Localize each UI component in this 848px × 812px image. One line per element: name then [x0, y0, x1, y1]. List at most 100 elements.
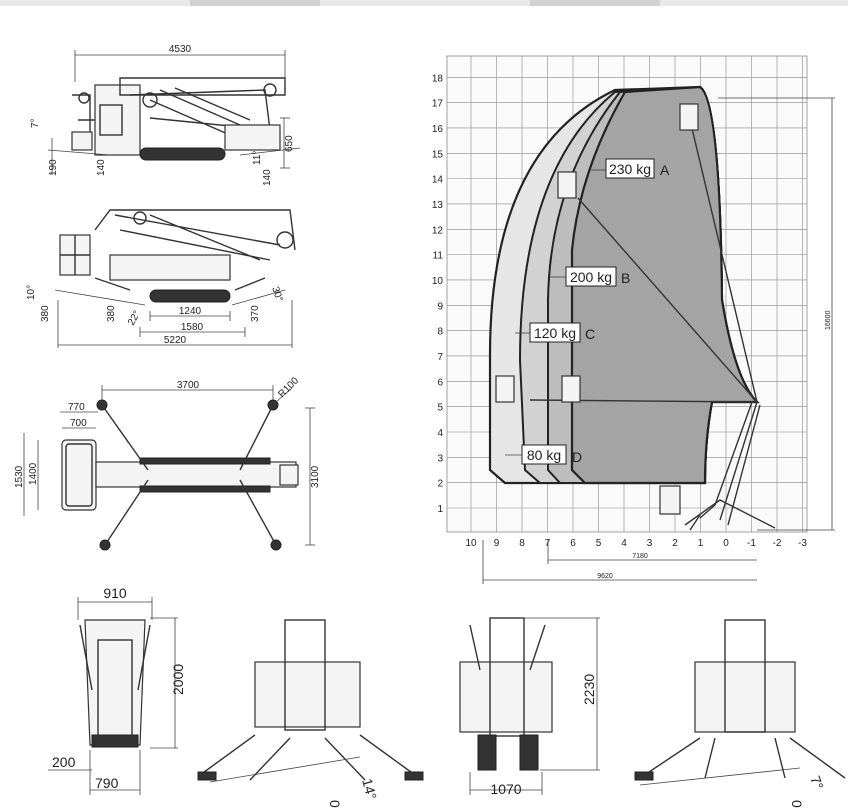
dim-front2-angle: 14°	[359, 777, 380, 802]
dim-height: 16600	[718, 97, 835, 531]
dim-plan-d1: 1530	[14, 465, 25, 488]
dim-side-h3: 140	[262, 169, 273, 186]
y-tick-label: 15	[432, 149, 444, 160]
dim-front4-angle: 7°	[807, 774, 827, 792]
front-view-3: 2230 1070	[459, 617, 600, 797]
y-tick-label: 16	[432, 124, 444, 135]
x-tick-label: -3	[798, 538, 807, 549]
dim-front2-clip: 0	[327, 800, 343, 808]
dim-plan-w1: 770	[68, 402, 85, 413]
dim-front1-base: 790	[95, 775, 119, 791]
dim-side-h1: 190	[48, 159, 59, 176]
zone-label-c: C	[585, 326, 595, 342]
top-strip-segment	[190, 0, 320, 6]
chassis-sketch	[684, 499, 776, 531]
basket-top	[679, 103, 699, 131]
dim-side-width: 4530	[169, 44, 192, 55]
top-strip-segment	[530, 0, 660, 6]
side-view-machine	[71, 77, 286, 161]
svg-text:120 kg: 120 kg	[534, 325, 576, 341]
y-tick-label: 2	[437, 479, 443, 490]
dim-front1-height: 2000	[170, 664, 186, 695]
x-tick-label: 5	[596, 538, 602, 549]
y-tick-label: 14	[432, 175, 444, 186]
extended-view-machine	[59, 209, 296, 303]
side-view: 4530 7° 190 140 140 11° 650	[30, 44, 301, 186]
dim-front1-width: 910	[103, 585, 127, 601]
y-tick-label: 3	[437, 453, 443, 464]
dim-front3-height: 2230	[581, 674, 597, 705]
y-tick-label: 18	[432, 73, 444, 84]
load-label-b: 200 kg B	[550, 266, 630, 287]
dim-side-h2: 140	[96, 159, 107, 176]
svg-text:16600: 16600	[825, 310, 832, 330]
x-tick-label: 8	[519, 538, 525, 549]
x-tick-label: 2	[672, 538, 678, 549]
dim-ext-length: 5220	[164, 335, 187, 346]
front-view-2: 14° 0	[197, 619, 424, 808]
x-tick-label: 1	[698, 538, 704, 549]
front-view-1: 910 2000 200 790	[48, 585, 186, 795]
dim-side-angle-2: 11°	[252, 151, 263, 165]
plan-view-machine	[61, 399, 299, 551]
dim-plan-w2: 700	[70, 418, 87, 429]
dim-plan-radius: R100	[276, 375, 301, 400]
y-tick-label: 8	[437, 327, 443, 338]
x-tick-label: 9	[494, 538, 500, 549]
x-tick-label: 0	[723, 538, 729, 549]
dim-ext-angle-1: 10°	[26, 285, 37, 300]
boom-lines	[529, 119, 761, 526]
dim-ext-h3: 370	[250, 305, 261, 322]
dim-plan-depth: 3100	[310, 465, 321, 488]
y-tick-label: 13	[432, 200, 444, 211]
y-tick-label: 7	[437, 352, 443, 363]
x-tick-label: -1	[747, 538, 756, 549]
dim-plan-span: 3700	[177, 380, 200, 391]
dim-front3-base: 1070	[490, 781, 521, 797]
dim-ext-h1: 380	[40, 305, 51, 322]
dim-front1-offset: 200	[52, 754, 76, 770]
extended-view: 10° 380 380 22° 1240 1580 5220 370 30°	[26, 209, 296, 348]
dim-ext-track: 1240	[179, 306, 202, 317]
dim-front4-clip: 0	[789, 800, 805, 808]
x-tick-label: 10	[465, 538, 477, 549]
svg-text:9620: 9620	[597, 573, 613, 580]
dim-side-angle-1: 7°	[30, 118, 41, 128]
y-tick-label: 17	[432, 99, 444, 110]
dim-ext-angle-2: 22°	[126, 309, 143, 328]
dim-side-h4: 650	[284, 135, 295, 152]
y-tick-label: 6	[437, 377, 443, 388]
y-tick-label: 9	[437, 301, 443, 312]
zone-label-d: D	[572, 449, 582, 465]
basket-ground	[659, 485, 681, 515]
x-tick-label: -2	[773, 538, 782, 549]
front-view-4: 7° 0	[634, 619, 846, 808]
top-strip	[0, 0, 848, 6]
dim-reach-1: 7180	[547, 540, 757, 564]
svg-text:7180: 7180	[632, 553, 648, 560]
y-tick-label: 12	[432, 225, 444, 236]
dim-plan-d2: 1400	[28, 462, 39, 485]
dim-reach-2: 9620	[482, 540, 757, 584]
zone-a-envelope	[570, 85, 760, 485]
dim-ext-h2: 380	[106, 305, 117, 322]
svg-text:80 kg: 80 kg	[527, 447, 561, 463]
load-label-d: 80 kg D	[505, 444, 582, 465]
basket-a	[557, 171, 577, 199]
y-tick-label: 10	[432, 276, 444, 287]
y-tick-label: 4	[437, 428, 443, 439]
svg-text:230 kg: 230 kg	[609, 161, 651, 177]
basket-b	[561, 375, 581, 403]
zone-label-a: A	[660, 162, 670, 178]
x-tick-label: 3	[647, 538, 653, 549]
load-label-c: 120 kg C	[515, 322, 595, 343]
plan-view: 3700 R100 770 700 1530 1400 3100	[14, 375, 321, 551]
dim-ext-angle-3: 30°	[269, 285, 285, 303]
load-label-a: 230 kg A	[590, 158, 670, 179]
zone-label-b: B	[621, 270, 630, 286]
svg-text:200 kg: 200 kg	[570, 269, 612, 285]
